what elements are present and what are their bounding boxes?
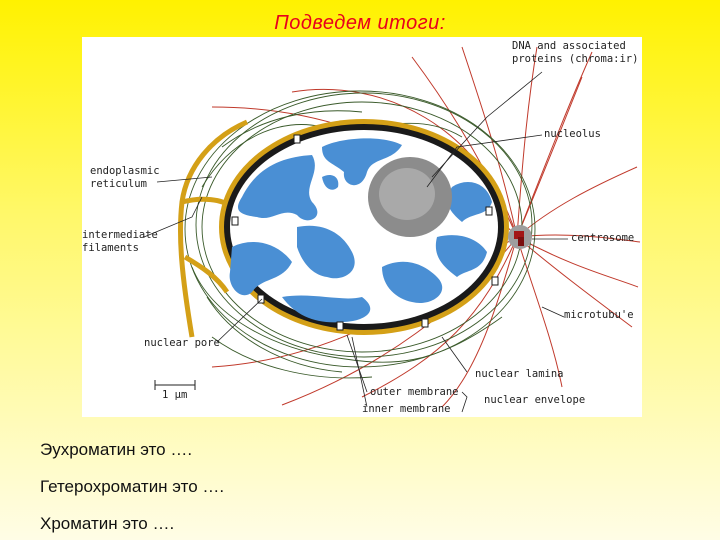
question-heterochromatin: Гетерохроматин это ….	[40, 477, 225, 496]
question-chromatin: Хроматин это ….	[40, 514, 175, 533]
label-scale: 1 μm	[162, 389, 188, 401]
label-nucleolus: nucleolus	[544, 128, 601, 140]
label-outer-membrane: outer membrane	[370, 386, 459, 398]
label-inner-membrane: inner membrane	[362, 403, 451, 415]
scale-bar	[154, 380, 196, 390]
label-leader-lines	[143, 71, 568, 413]
label-nuclear-pore: nuclear pore	[144, 337, 220, 349]
label-filaments: intermediate filaments	[82, 229, 158, 254]
nuclear-pores	[231, 134, 499, 331]
slide-title: Подведем итоги:	[274, 12, 446, 34]
chromatin	[229, 138, 492, 323]
label-centrosome: centrosome	[571, 232, 635, 244]
label-nuclear-envelope: nuclear envelope	[484, 394, 586, 406]
nucleus-illustration	[143, 46, 641, 413]
question-euchromatin: Эухроматин это ….	[40, 440, 193, 459]
label-dna: DNA and associated proteins (chroma:ir)	[512, 40, 639, 65]
label-microtubule: microtubu'e	[564, 309, 634, 321]
nucleus-diagram: DNA and associated proteins (chroma:ir) …	[82, 37, 642, 417]
label-er: endoplasmic reticulum	[90, 165, 160, 190]
nucleolus-inner	[379, 168, 435, 220]
label-nuclear-lamina: nuclear lamina	[475, 368, 564, 380]
centriole	[514, 231, 524, 239]
centriole-2	[518, 237, 524, 246]
